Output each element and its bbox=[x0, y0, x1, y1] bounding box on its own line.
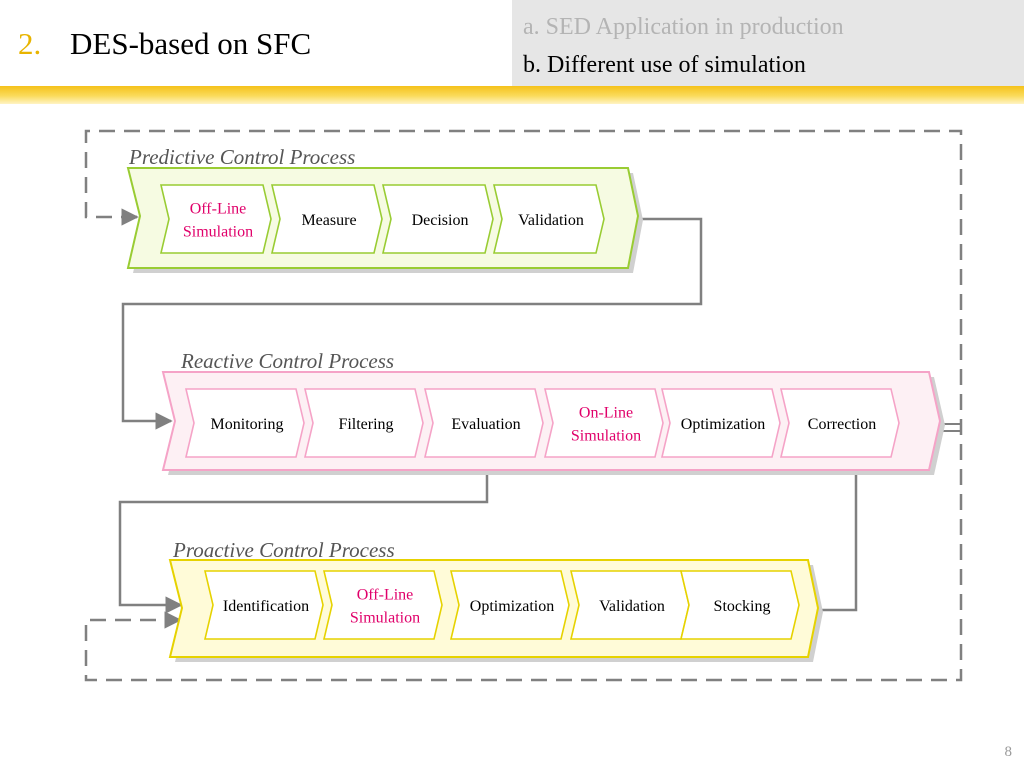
page-title: DES-based on SFC bbox=[70, 26, 312, 61]
connector-evaluation-to-proactive bbox=[118, 455, 489, 614]
step-stocking: Stocking bbox=[679, 570, 800, 640]
step-box bbox=[423, 388, 544, 458]
step-box bbox=[322, 570, 443, 640]
step-label: Filtering bbox=[338, 416, 393, 433]
step-filtering: Filtering bbox=[303, 388, 424, 458]
step-measure: Measure bbox=[270, 184, 383, 254]
step-optimization: Optimization bbox=[660, 388, 781, 458]
step-label: Monitoring bbox=[211, 416, 284, 433]
step-box bbox=[492, 184, 605, 254]
step-label: Validation bbox=[599, 598, 665, 615]
connector-reactive-exit bbox=[943, 423, 961, 432]
step-validation: Validation bbox=[569, 570, 690, 640]
step-label: Off-Line bbox=[357, 587, 414, 604]
step-box bbox=[270, 184, 383, 254]
step-label: Simulation bbox=[571, 428, 641, 445]
process-title: Predictive Control Process bbox=[128, 145, 355, 169]
step-label: Simulation bbox=[350, 610, 420, 627]
step-label: Stocking bbox=[714, 598, 771, 615]
step-optimization: Optimization bbox=[449, 570, 570, 640]
process-proactive: Proactive Control Process Identification… bbox=[168, 538, 823, 662]
feedback-loop-frame bbox=[84, 129, 963, 682]
step-box bbox=[303, 388, 424, 458]
step-label: Validation bbox=[518, 212, 584, 229]
step-evaluation: Evaluation bbox=[423, 388, 544, 458]
step-correction: Correction bbox=[779, 388, 900, 458]
step-monitoring: Monitoring bbox=[184, 388, 305, 458]
nav-item-different-use[interactable]: b. Different use of simulation bbox=[523, 52, 806, 78]
step-label: Optimization bbox=[681, 416, 765, 433]
process-title: Reactive Control Process bbox=[180, 349, 394, 373]
step-box bbox=[679, 570, 800, 640]
header-accent-bar bbox=[0, 86, 1024, 104]
step-box bbox=[159, 184, 272, 254]
step-decision: Decision bbox=[381, 184, 494, 254]
step-label: Identification bbox=[223, 598, 309, 615]
nav-panel bbox=[512, 0, 1024, 86]
step-label: Simulation bbox=[183, 224, 253, 241]
step-identification: Identification bbox=[203, 570, 324, 640]
page-number: 8 bbox=[1004, 744, 1013, 760]
step-label: On-Line bbox=[579, 405, 633, 422]
step-label: Measure bbox=[301, 212, 356, 229]
nav-item-sed-application[interactable]: a. SED Application in production bbox=[523, 14, 844, 40]
step-box bbox=[184, 388, 305, 458]
step-box bbox=[449, 570, 570, 640]
process-predictive: Predictive Control Process Off-LineSimul… bbox=[126, 145, 643, 273]
step-label: Off-Line bbox=[190, 201, 247, 218]
process-reactive: Reactive Control Process Monitoring Filte… bbox=[161, 349, 945, 475]
section-number: 2. bbox=[18, 26, 42, 61]
connector-proactive-to-correction bbox=[820, 442, 865, 612]
step-label: Optimization bbox=[470, 598, 554, 615]
connector-predictive-to-reactive bbox=[121, 217, 703, 430]
step-box bbox=[779, 388, 900, 458]
step-box bbox=[203, 570, 324, 640]
connectors bbox=[118, 217, 961, 614]
step-validation: Validation bbox=[492, 184, 605, 254]
step-box bbox=[381, 184, 494, 254]
process-title: Proactive Control Process bbox=[172, 538, 395, 562]
step-label: Correction bbox=[808, 416, 876, 433]
step-box bbox=[543, 388, 664, 458]
step-label: Evaluation bbox=[451, 416, 520, 433]
step-box bbox=[660, 388, 781, 458]
step-label: Decision bbox=[412, 212, 469, 229]
